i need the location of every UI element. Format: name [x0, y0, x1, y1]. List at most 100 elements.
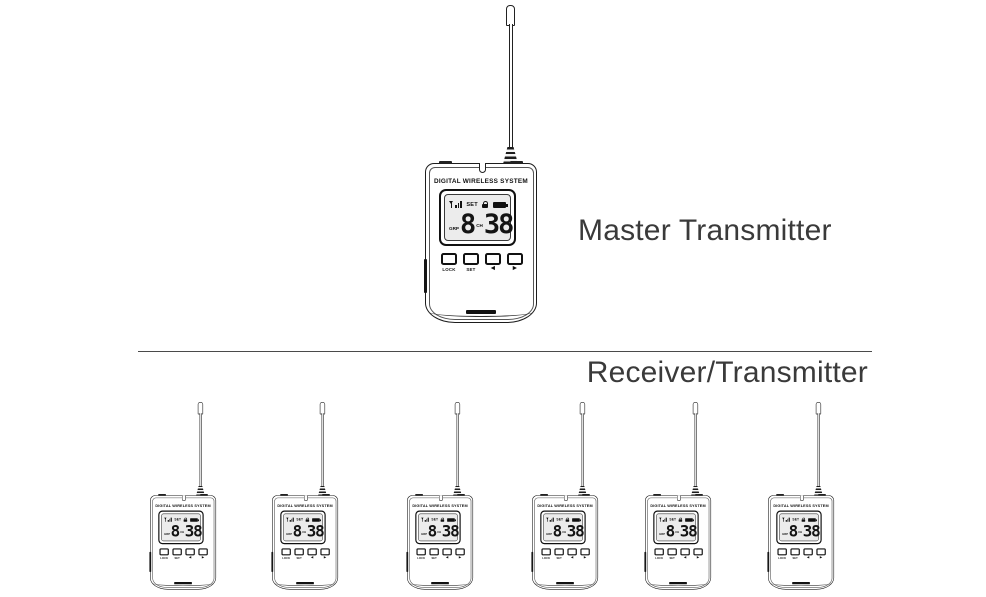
- top-tab-left: [280, 493, 288, 496]
- lanyard-notch: [563, 495, 568, 502]
- right-arrow-icon: ►: [457, 555, 463, 560]
- antenna-rod: [694, 413, 697, 487]
- antenna: [150, 402, 216, 499]
- next-button-face: [455, 548, 465, 556]
- channel-value: 38: [679, 522, 698, 541]
- lock-button: LOCK: [654, 548, 664, 559]
- set-indicator: SET: [431, 518, 439, 522]
- bottom-curve-line: [534, 580, 596, 587]
- brand-label: DIGITAL WIRELESS SYSTEM: [412, 504, 468, 509]
- set-button: SET: [463, 253, 480, 272]
- signal-strength-icon: [782, 517, 790, 522]
- lock-button-face: [441, 253, 457, 265]
- device-body-inner-outline: [152, 497, 215, 588]
- set-button-label: SET: [174, 556, 180, 560]
- channel-label: CH: [562, 530, 567, 534]
- next-button-face: [580, 548, 590, 556]
- battery-icon: [493, 202, 508, 208]
- antenna-rod: [199, 413, 202, 487]
- set-indicator: SET: [174, 518, 182, 522]
- left-arrow-icon: ◄: [683, 555, 688, 560]
- lcd-screen: SET GRP 8 CH 38: [779, 513, 821, 542]
- device-body: DIGITAL WIRELESS SYSTEM SET: [423, 160, 537, 323]
- antenna-cap-icon: [579, 402, 586, 415]
- channel-label: CH: [798, 530, 803, 534]
- lcd-value-row: GRP 8 CH 38: [286, 522, 325, 540]
- channel-label: CH: [302, 530, 307, 534]
- top-tab-right: [582, 493, 590, 496]
- lock-button-label: LOCK: [160, 556, 169, 560]
- set-button-label: SET: [431, 556, 437, 560]
- top-tab-right: [322, 493, 330, 496]
- lock-button-label: LOCK: [778, 556, 787, 560]
- lcd-panel: SET GRP 8 CH 38: [439, 189, 516, 246]
- left-arrow-icon: ◄: [806, 555, 811, 560]
- top-tab-right: [510, 160, 523, 164]
- bottom-curve-line: [409, 580, 471, 587]
- lanyard-notch: [181, 495, 186, 502]
- group-value: 8: [665, 522, 676, 541]
- set-indicator: SET: [466, 202, 478, 208]
- lcd-status-row: SET: [546, 516, 581, 522]
- receiver-transmitter-label: Receiver/Transmitter: [586, 356, 868, 389]
- button-row: LOCK SET ◄ ►: [273, 548, 339, 560]
- lcd-value-row: GRP 8 CH 38: [164, 522, 203, 540]
- top-tab-left: [439, 160, 452, 164]
- lock-button: LOCK: [441, 253, 458, 272]
- side-clip: [271, 551, 274, 572]
- top-tab-right: [695, 493, 703, 496]
- master-transmitter-label: Master Transmitter: [578, 214, 832, 247]
- bottom-curve-line: [152, 580, 214, 587]
- left-arrow-icon: ◄: [570, 555, 575, 560]
- top-tab-left: [653, 493, 661, 496]
- set-button: SET: [429, 548, 439, 559]
- set-button-label: SET: [466, 266, 476, 272]
- lock-button-label: LOCK: [442, 266, 456, 272]
- side-clip: [406, 551, 409, 572]
- brand-label: DIGITAL WIRELESS SYSTEM: [434, 178, 528, 185]
- lock-button-face: [541, 548, 551, 556]
- set-button-face: [554, 548, 564, 556]
- set-indicator: SET: [669, 518, 677, 522]
- signal-strength-icon: [546, 517, 554, 522]
- lcd-value-row: GRP 8 CH 38: [421, 522, 460, 540]
- antenna: [425, 5, 537, 168]
- next-button-face: [320, 548, 330, 556]
- prev-button-face: [567, 548, 577, 556]
- right-arrow-icon: ►: [582, 555, 588, 560]
- lcd-status-row: SET: [659, 516, 694, 522]
- section-divider: [138, 351, 872, 352]
- lock-button: LOCK: [416, 548, 426, 559]
- lock-button: LOCK: [159, 548, 169, 559]
- prev-button-face: [185, 548, 195, 556]
- prev-button-face: [485, 253, 501, 265]
- side-clip: [644, 551, 647, 572]
- lock-button-label: LOCK: [417, 556, 426, 560]
- antenna-rod: [581, 413, 584, 487]
- antenna-cap-icon: [815, 402, 822, 415]
- set-button: SET: [294, 548, 304, 559]
- antenna: [407, 402, 473, 499]
- wireless-device: DIGITAL WIRELESS SYSTEM SET: [149, 402, 217, 590]
- group-label: GRP: [546, 532, 553, 536]
- top-tab-right: [818, 493, 826, 496]
- lock-button-label: LOCK: [655, 556, 664, 560]
- lanyard-notch: [438, 495, 443, 502]
- bottom-connector-slot: [669, 581, 687, 585]
- button-row: LOCK SET ◄ ►: [533, 548, 599, 560]
- wireless-device: DIGITAL WIRELESS SYSTEM SET: [406, 402, 474, 590]
- group-label: GRP: [449, 226, 459, 231]
- next-button: ►: [816, 548, 826, 560]
- set-button: SET: [172, 548, 182, 559]
- lcd-panel: SET GRP 8 CH 38: [776, 510, 822, 545]
- lcd-value-row: GRP 8 CH 38: [782, 522, 821, 540]
- channel-value: 38: [483, 209, 514, 241]
- antenna-cap-icon: [506, 5, 515, 26]
- brand-label: DIGITAL WIRELESS SYSTEM: [537, 504, 593, 509]
- channel-label: CH: [476, 223, 483, 228]
- lanyard-notch: [479, 163, 486, 173]
- lock-button-face: [281, 548, 291, 556]
- antenna-rod: [456, 413, 459, 487]
- group-label: GRP: [286, 532, 293, 536]
- set-button-face: [172, 548, 182, 556]
